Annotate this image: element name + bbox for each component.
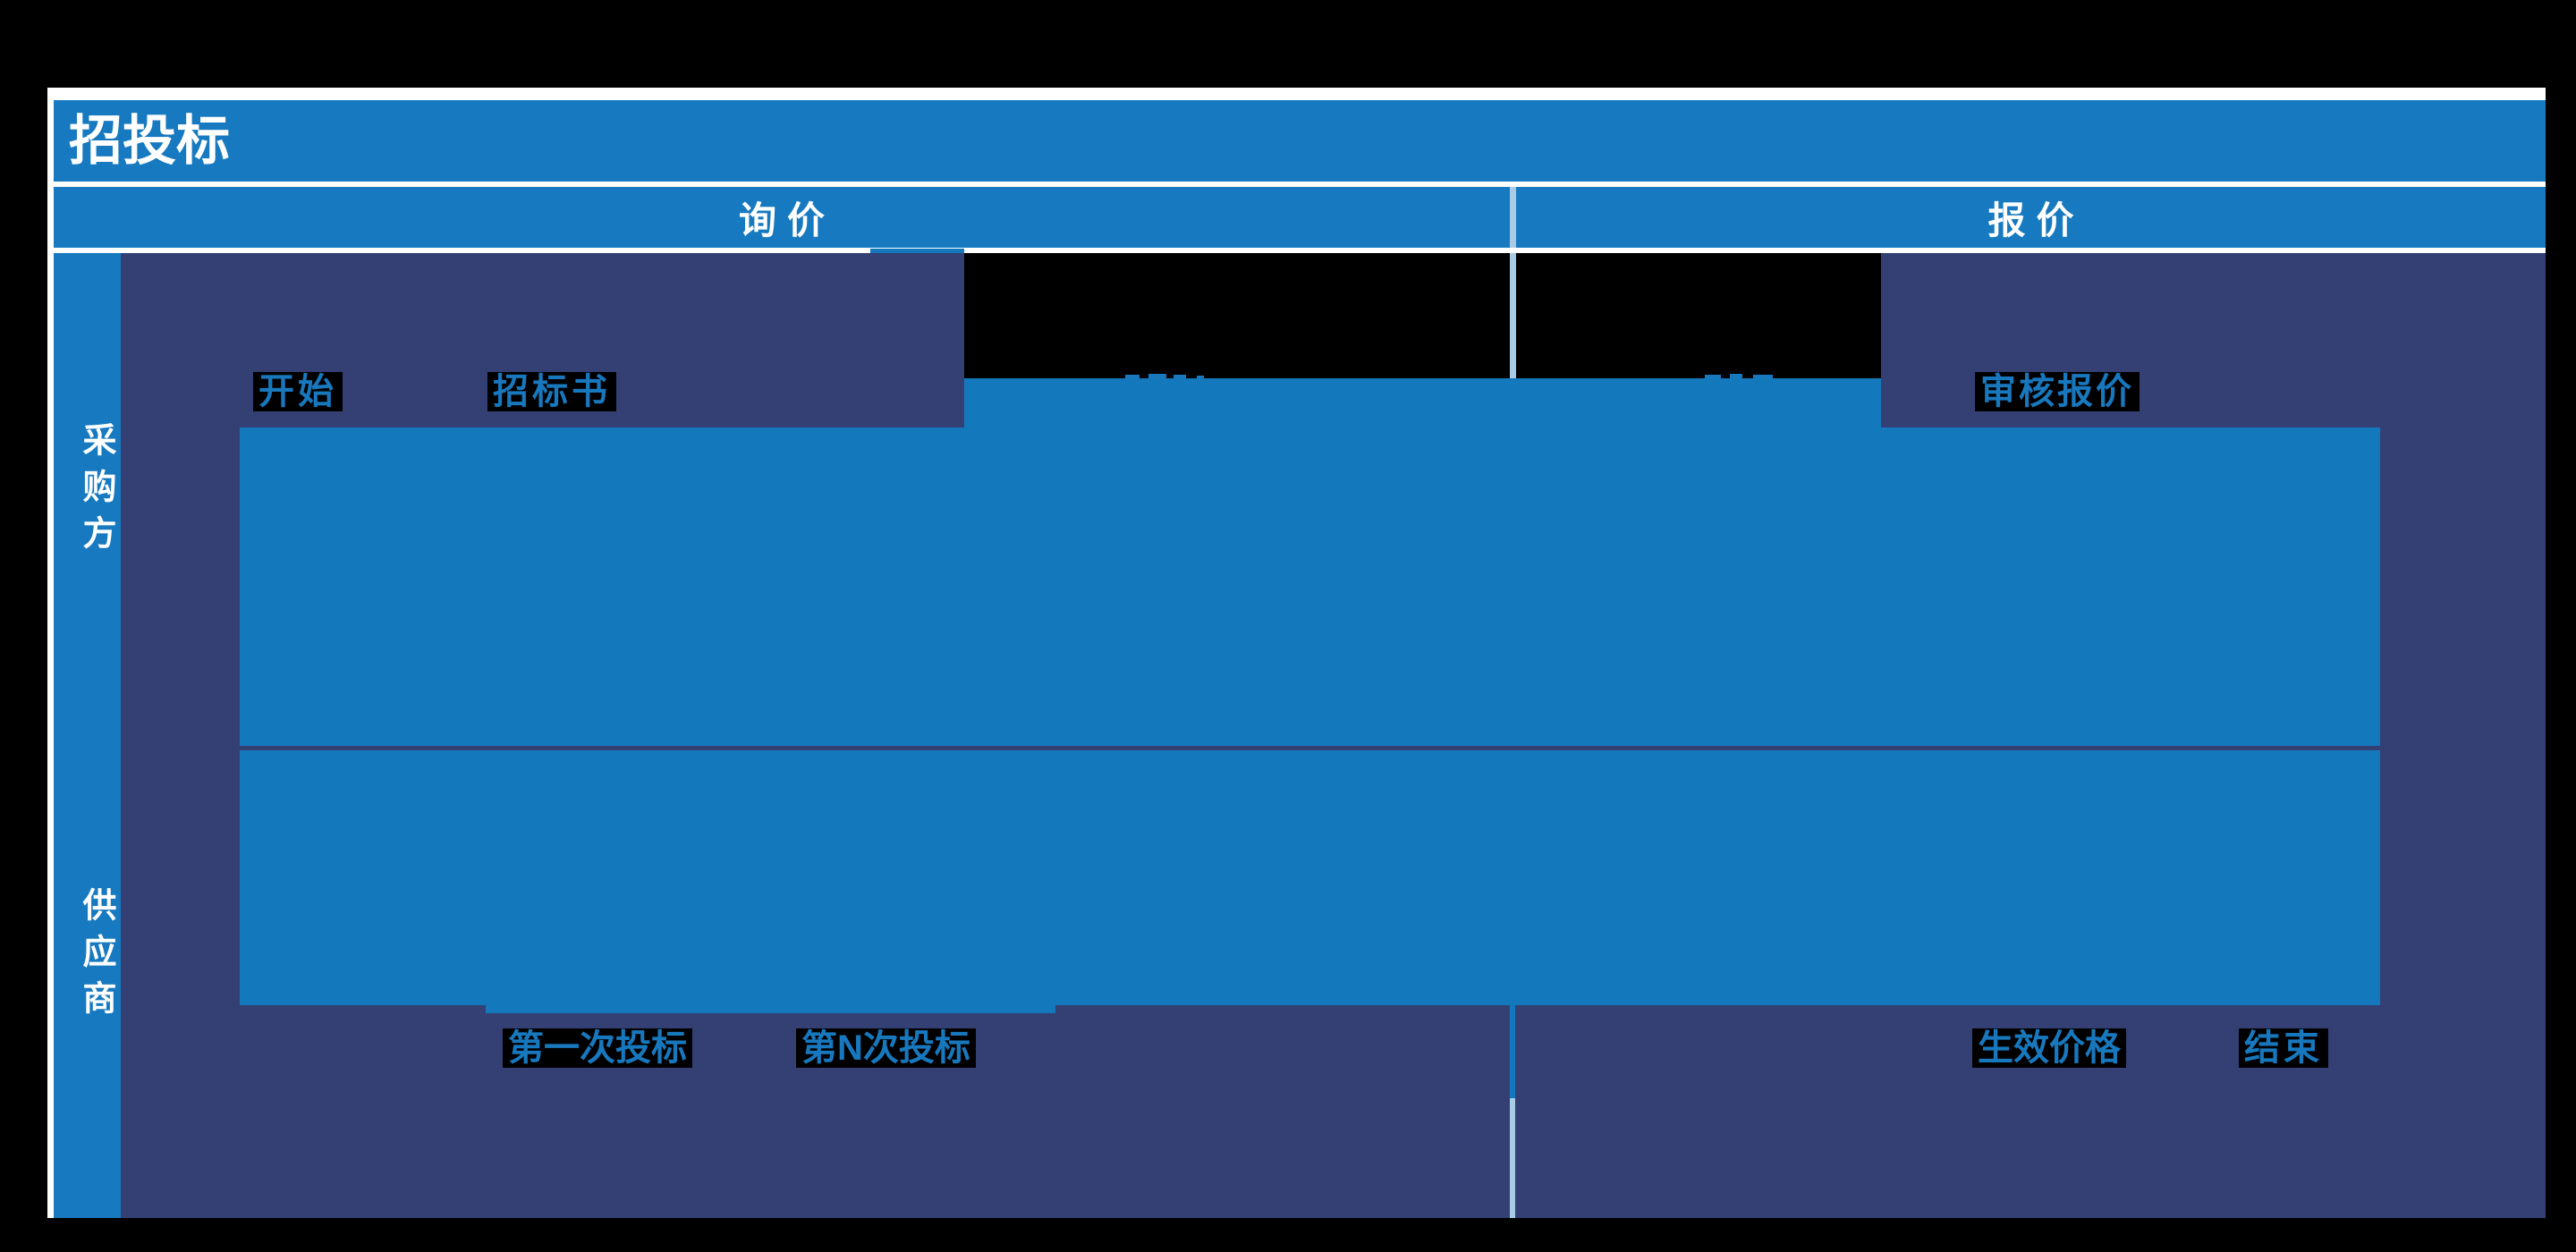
overlay-box-bottom-step bbox=[486, 1005, 1055, 1013]
node-effective-price[interactable]: 生效价格 bbox=[1972, 1028, 2126, 1068]
lane-label-column bbox=[54, 253, 121, 1218]
node-end[interactable]: 结束 bbox=[2239, 1028, 2328, 1068]
lane-divider-line bbox=[240, 746, 2380, 750]
connector-remnant-strip bbox=[870, 249, 964, 253]
occluded-label-fragment bbox=[1197, 376, 1204, 378]
occlusion-box-left bbox=[964, 253, 1512, 378]
occluded-label-fragment bbox=[1730, 374, 1742, 378]
column-divider-lower-blue-segment bbox=[1510, 1005, 1515, 1098]
diagram-title-bar: 招投标 bbox=[54, 100, 2546, 182]
occlusion-box-right bbox=[1516, 253, 1881, 378]
node-nth-bid[interactable]: 第N次投标 bbox=[796, 1028, 976, 1068]
lane-label-supplier: 供应商 bbox=[77, 887, 114, 1027]
occluded-label-fragment bbox=[1148, 374, 1166, 378]
table-border-top bbox=[47, 88, 2546, 100]
occluded-label-fragment bbox=[1125, 375, 1140, 378]
column-divider-upper-segment bbox=[1510, 253, 1516, 378]
page-title: 招投标 bbox=[69, 111, 230, 171]
overlay-box bbox=[240, 427, 2380, 1005]
column-header-quote: 报价 bbox=[1516, 187, 2546, 248]
title-divider-line bbox=[54, 182, 2546, 187]
column-divider-header-segment bbox=[1510, 187, 1516, 248]
overlay-strip bbox=[964, 378, 1881, 427]
column-divider-lower-light-segment bbox=[1510, 1098, 1515, 1218]
node-first-bid[interactable]: 第一次投标 bbox=[503, 1028, 692, 1068]
column-header-quote-label: 报价 bbox=[1987, 199, 2085, 241]
header-divider-line bbox=[47, 248, 2546, 253]
column-header-inquiry-label: 询价 bbox=[738, 199, 835, 241]
node-review-quote[interactable]: 审核报价 bbox=[1975, 372, 2140, 411]
occluded-label-fragment bbox=[1705, 375, 1721, 378]
occluded-label-fragment bbox=[1753, 375, 1773, 378]
node-start[interactable]: 开始 bbox=[253, 372, 343, 411]
table-border-left bbox=[47, 88, 54, 1218]
column-header-inquiry: 询价 bbox=[54, 187, 1510, 248]
occluded-label-fragment bbox=[1174, 375, 1186, 378]
node-tender-doc[interactable]: 招标书 bbox=[487, 372, 616, 411]
lane-label-purchaser: 采购方 bbox=[77, 422, 114, 562]
